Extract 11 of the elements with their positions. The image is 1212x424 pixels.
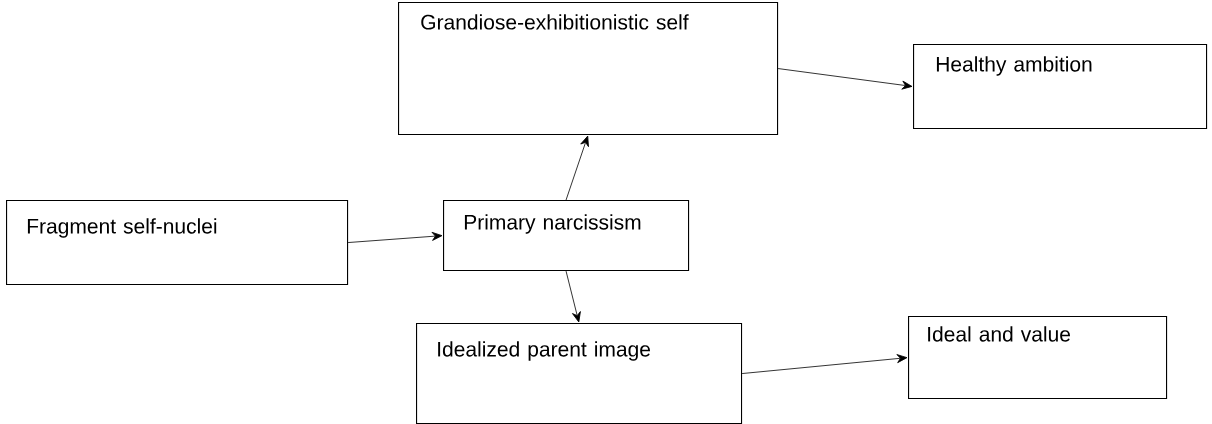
process-box: Grandiose-exhibitionistic self [398,2,779,136]
arrow [347,231,443,243]
process-box: Fragment self-nuclei [6,200,349,286]
process-box: Idealized parent image [416,323,743,424]
arrow [565,270,581,323]
arrow [565,135,589,201]
arrow [777,68,913,90]
process-box: Healthy ambition [913,44,1208,130]
arrow [741,354,908,374]
process-box: Ideal and value [908,316,1168,400]
process-box: Primary narcissism [443,200,690,272]
